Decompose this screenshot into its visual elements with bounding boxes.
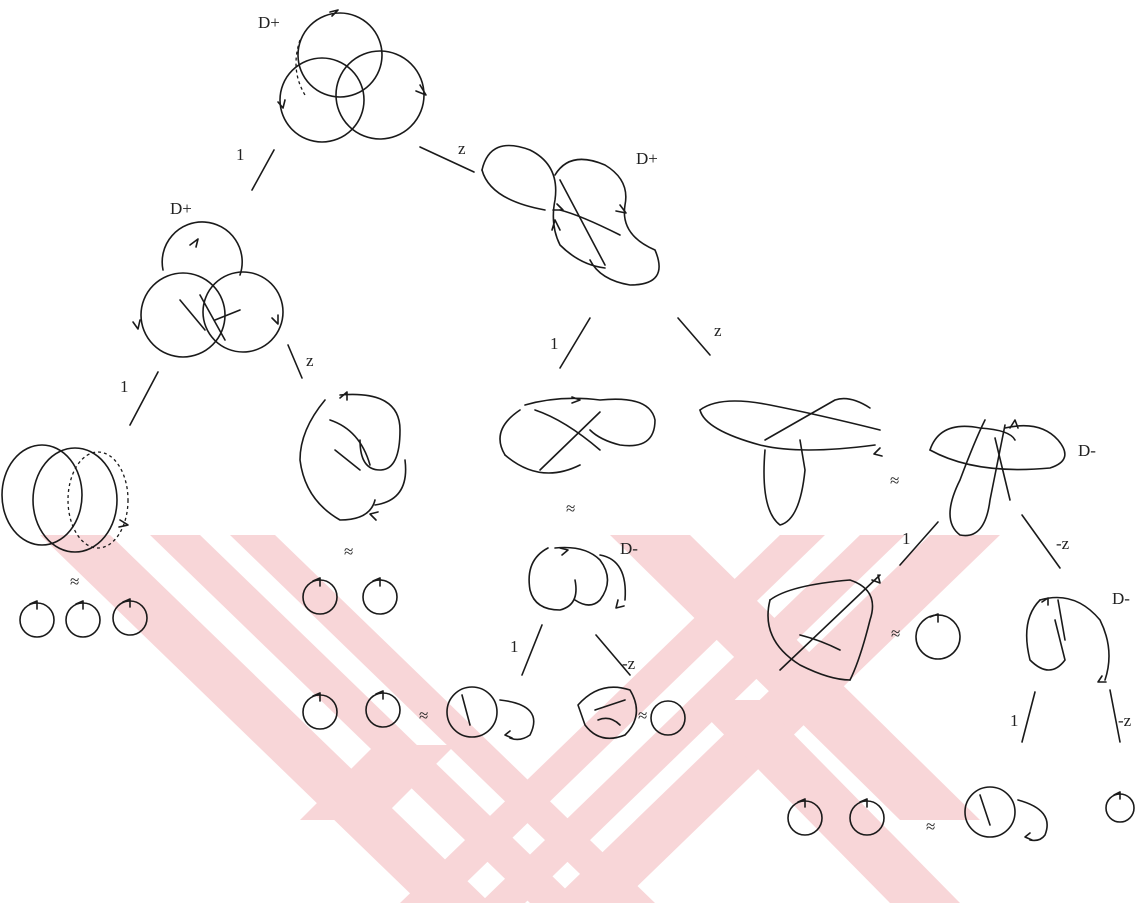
- three-circles-diagram: [1, 444, 129, 553]
- edge-knot-left: [521, 624, 543, 676]
- equiv-sign: ≈: [70, 572, 80, 591]
- two-unknots-bottom-right: [787, 798, 885, 836]
- left-borromean-diagram: [132, 221, 284, 358]
- right-sub-knot-diagram: [767, 574, 881, 681]
- equiv-sign: ≈: [891, 624, 901, 643]
- equiv-sign: ≈: [890, 471, 900, 490]
- label-edge-neg-z: -z: [1118, 711, 1132, 730]
- three-unknots-result: [19, 598, 148, 638]
- label-edge-neg-z: -z: [622, 654, 636, 673]
- equiv-sign: ≈: [926, 817, 936, 836]
- edge-mid-left: [559, 317, 591, 369]
- watermark-stroke: [690, 700, 960, 903]
- label-edge-neg-z: -z: [1056, 534, 1070, 553]
- edge-far-left: [1021, 691, 1036, 743]
- edge-left-right: [287, 344, 303, 379]
- watermark-stroke: [230, 535, 655, 903]
- equiv-sign: ≈: [419, 706, 429, 725]
- label-root-d: D+: [258, 13, 280, 32]
- right-knot-diagram: [929, 419, 1066, 537]
- mid-knot-diagram: [528, 546, 627, 611]
- label-edge-z: z: [714, 321, 722, 340]
- curl-unknot-right-diagram: [964, 786, 1048, 842]
- edge-right-right: [1021, 514, 1061, 569]
- two-unknots-bottom-left: [302, 690, 401, 730]
- unknot-far-right: [1105, 791, 1135, 823]
- label-edge-1: 1: [550, 334, 559, 353]
- label-mid-d: D+: [636, 149, 658, 168]
- watermark-stroke: [150, 535, 580, 903]
- label-edge-1: 1: [120, 377, 129, 396]
- edge-root-right: [419, 146, 475, 173]
- curl-unknot-diagram: [446, 686, 535, 741]
- edge-root-left: [251, 149, 275, 191]
- edge-far-right: [1109, 689, 1121, 743]
- watermark-stroke: [610, 535, 980, 820]
- watermark-stroke: [300, 745, 455, 820]
- right-small-knot-diagram: [1025, 596, 1110, 683]
- edge-left-left: [129, 371, 159, 426]
- edge-knot-right: [595, 634, 631, 676]
- label-edge-z: z: [306, 351, 314, 370]
- tangle-link-diagram: [299, 391, 407, 521]
- equiv-sign: ≈: [638, 706, 648, 725]
- label-edge-1: 1: [510, 637, 519, 656]
- two-unknots-result: [302, 577, 398, 615]
- figure-knot-diagram: [499, 396, 656, 474]
- long-knot-diagram: [699, 397, 883, 526]
- equiv-sign: ≈: [344, 542, 354, 561]
- label-edge-z: z: [458, 139, 466, 158]
- label-edge-1: 1: [1010, 711, 1019, 730]
- label-right-d: D-: [1078, 441, 1096, 460]
- label-left-d: D+: [170, 199, 192, 218]
- equiv-sign: ≈: [566, 499, 576, 518]
- root-borromean-diagram: [277, 9, 427, 143]
- label-far-d: D-: [1112, 589, 1130, 608]
- label-edge-1: 1: [236, 145, 245, 164]
- edge-mid-right: [677, 317, 711, 356]
- single-unknot-result: [915, 613, 961, 660]
- label-edge-1: 1: [902, 529, 911, 548]
- label-knot-d: D-: [620, 539, 638, 558]
- watermark-stroke: [480, 535, 905, 903]
- twisted-unknot-diagram: [577, 686, 686, 740]
- top-knot-diagram: [481, 144, 660, 286]
- edge-right-left: [899, 521, 939, 566]
